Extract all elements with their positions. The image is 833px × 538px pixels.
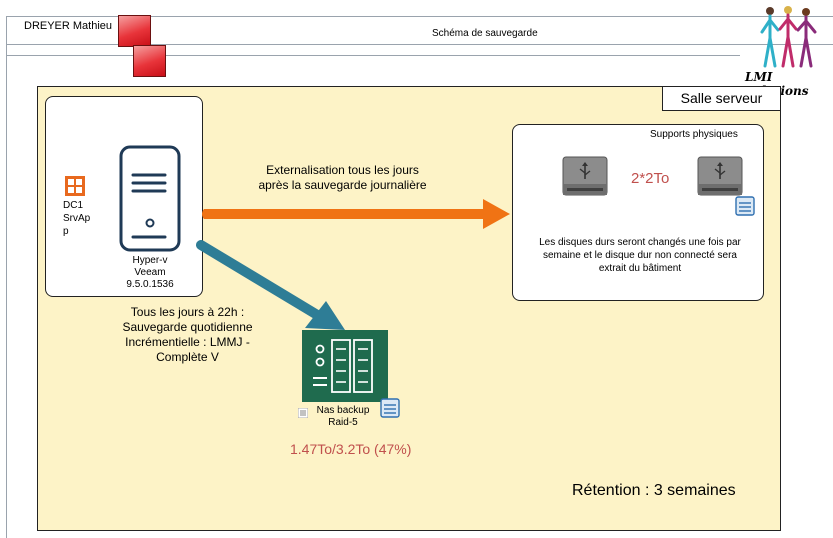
server-room-label: Salle serveur bbox=[662, 86, 781, 111]
nas-backup-icon bbox=[302, 330, 388, 402]
host-label-line: Veeam bbox=[134, 267, 166, 278]
vm-label: DC1 SrvAp p bbox=[63, 199, 93, 238]
host-label-line: Hyper-v bbox=[132, 255, 168, 266]
page-left-border bbox=[6, 16, 7, 538]
externalisation-label: Externalisation tous les jours après la … bbox=[225, 163, 460, 193]
daily-backup-line: Complète V bbox=[156, 350, 219, 364]
externalisation-arrow bbox=[196, 196, 516, 232]
text-lines-icon bbox=[297, 405, 309, 419]
daily-backup-line: Incrémentielle : LMMJ - bbox=[125, 335, 250, 349]
usb-disk-icon bbox=[562, 156, 608, 196]
red-square-decoration bbox=[118, 15, 151, 47]
red-square-decoration bbox=[133, 45, 166, 77]
nas-storage-usage: 1.47To/3.2To (47%) bbox=[290, 441, 412, 457]
disk-rotation-description: Les disques durs seront changés une fois… bbox=[520, 236, 760, 275]
externalisation-line: Externalisation tous les jours bbox=[266, 163, 419, 177]
database-icon bbox=[735, 196, 755, 216]
lmi-logo-figures bbox=[758, 2, 824, 70]
vm-label-line: p bbox=[63, 226, 69, 237]
vm-label-line: DC1 bbox=[63, 200, 84, 211]
nas-label-line: Nas backup bbox=[316, 405, 370, 416]
daily-backup-line: Sauvegarde quotidienne bbox=[122, 320, 253, 334]
header-divider-line bbox=[6, 44, 833, 45]
retention-label: Rétention : 3 semaines bbox=[572, 482, 736, 499]
description-line: extrait du bâtiment bbox=[598, 263, 682, 274]
nas-label: Nas backup Raid-5 bbox=[308, 405, 378, 429]
daily-backup-arrow bbox=[195, 238, 350, 338]
disk-capacity: 2*2To bbox=[631, 170, 670, 187]
database-icon bbox=[380, 398, 400, 418]
description-line: Les disques durs seront changés une fois… bbox=[539, 237, 741, 248]
host-label: Hyper-v Veeam 9.5.0.1536 bbox=[110, 255, 190, 291]
vm-label-line: SrvAp bbox=[63, 213, 91, 224]
header-top-line bbox=[6, 16, 833, 17]
host-label-line: 9.5.0.1536 bbox=[126, 279, 174, 290]
usb-disk-icon bbox=[697, 156, 743, 196]
author-name: DREYER Mathieu bbox=[24, 20, 113, 32]
document-title: Schéma de sauvegarde bbox=[432, 28, 538, 39]
header-bottom-line bbox=[6, 55, 740, 56]
physical-supports-box bbox=[512, 124, 764, 301]
physical-supports-title: Supports physiques bbox=[650, 129, 738, 140]
nas-label-line: Raid-5 bbox=[328, 417, 358, 428]
daily-backup-line: Tous les jours à 22h : bbox=[130, 305, 245, 319]
description-line: semaine et le disque dur non connecté se… bbox=[542, 250, 737, 261]
server-icon bbox=[119, 145, 183, 253]
externalisation-line: après la sauvegarde journalière bbox=[258, 178, 427, 192]
daily-backup-label: Tous les jours à 22h : Sauvegarde quotid… bbox=[100, 305, 275, 365]
windows-icon bbox=[65, 176, 85, 196]
